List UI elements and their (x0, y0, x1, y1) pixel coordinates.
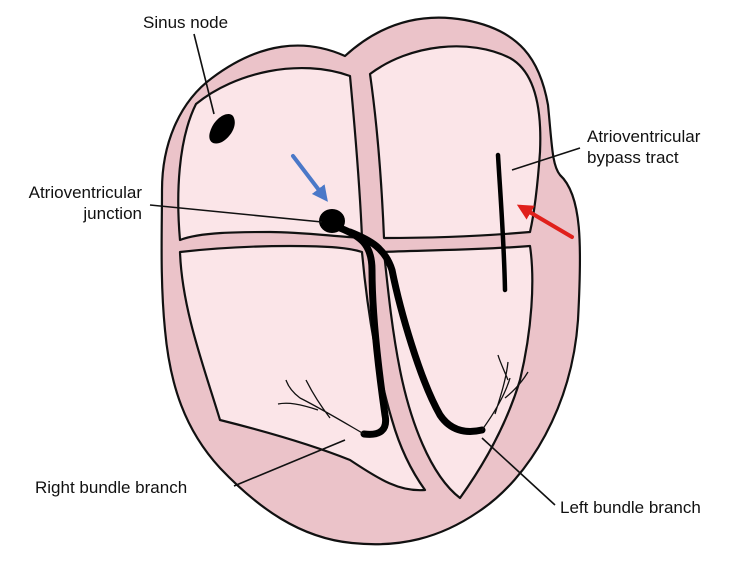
av-bypass-tract (495, 152, 508, 293)
left-bundle-branch-path (346, 228, 486, 435)
bypass-tract-label-line1: Atrioventricular (587, 127, 701, 146)
left-bundle-branch-label: Left bundle branch (560, 498, 701, 517)
av-junction-label-line2: junction (82, 204, 142, 223)
red-arrow-icon (516, 204, 574, 239)
av-junction-leader (149, 204, 323, 223)
bypass-tract-leader (511, 147, 581, 171)
bypass-tract-label-line2: bypass tract (587, 148, 679, 167)
his-bundle-right-branch (336, 224, 390, 438)
av-junction-label-line1: Atrioventricular (29, 183, 143, 202)
left-atrium-chamber (368, 45, 542, 240)
sinus-node (209, 113, 235, 144)
sinus-node-label: Sinus node (143, 13, 228, 32)
right-bundle-branch-label: Right bundle branch (35, 478, 187, 497)
right-purkinje-fibers (277, 379, 365, 435)
left-bundle-leader (481, 437, 556, 506)
right-ventricle-chamber (178, 244, 427, 492)
blue-arrow-icon (291, 154, 328, 202)
sinus-node-leader (193, 33, 215, 115)
left-purkinje-fibers (481, 354, 529, 431)
right-bundle-leader (233, 439, 346, 487)
